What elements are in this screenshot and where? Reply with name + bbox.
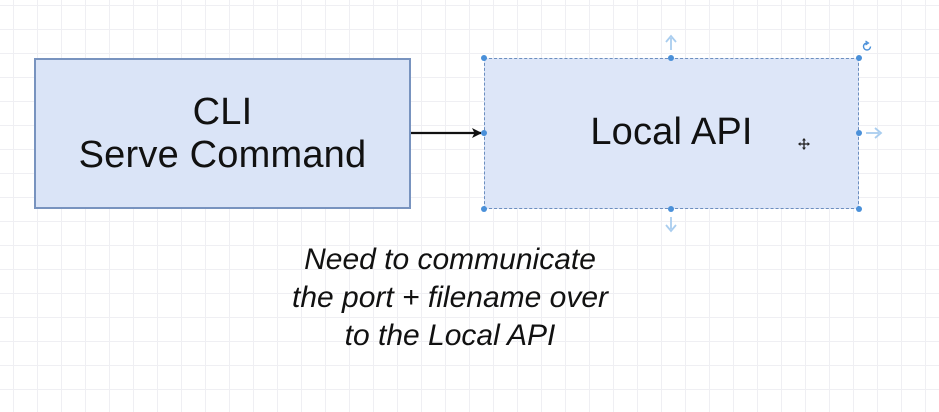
resize-handle-top-right[interactable] xyxy=(856,55,862,61)
rotate-icon[interactable] xyxy=(862,40,872,51)
connect-arrow-up-icon[interactable] xyxy=(665,34,677,50)
resize-handle-top-left[interactable] xyxy=(481,55,487,61)
note-line-2: the port + filename over xyxy=(291,281,608,314)
note-line-3: to the Local API xyxy=(344,319,556,352)
cli-node-label: CLI Serve Command xyxy=(79,91,367,177)
note-line-1: Need to communicate xyxy=(304,243,596,276)
resize-handle-bottom[interactable] xyxy=(668,206,674,212)
cli-serve-command-node[interactable]: CLI Serve Command xyxy=(34,58,411,209)
resize-handle-right[interactable] xyxy=(856,130,862,136)
connect-arrow-right-icon[interactable] xyxy=(866,127,883,139)
resize-handle-left[interactable] xyxy=(481,130,487,136)
connect-arrow-down-icon[interactable] xyxy=(665,217,677,233)
annotation-note[interactable]: Need to communicate the port + filename … xyxy=(240,241,660,355)
cli-label-line-2: Serve Command xyxy=(78,133,367,176)
resize-handle-top[interactable] xyxy=(668,55,674,61)
cli-label-line-1: CLI xyxy=(192,90,253,133)
resize-handle-bottom-right[interactable] xyxy=(856,206,862,212)
resize-handle-bottom-left[interactable] xyxy=(481,206,487,212)
selection-handles xyxy=(481,55,862,212)
local-api-node[interactable]: Local API xyxy=(484,58,859,209)
local-api-label: Local API xyxy=(590,111,753,153)
connect-arrows xyxy=(665,34,883,233)
